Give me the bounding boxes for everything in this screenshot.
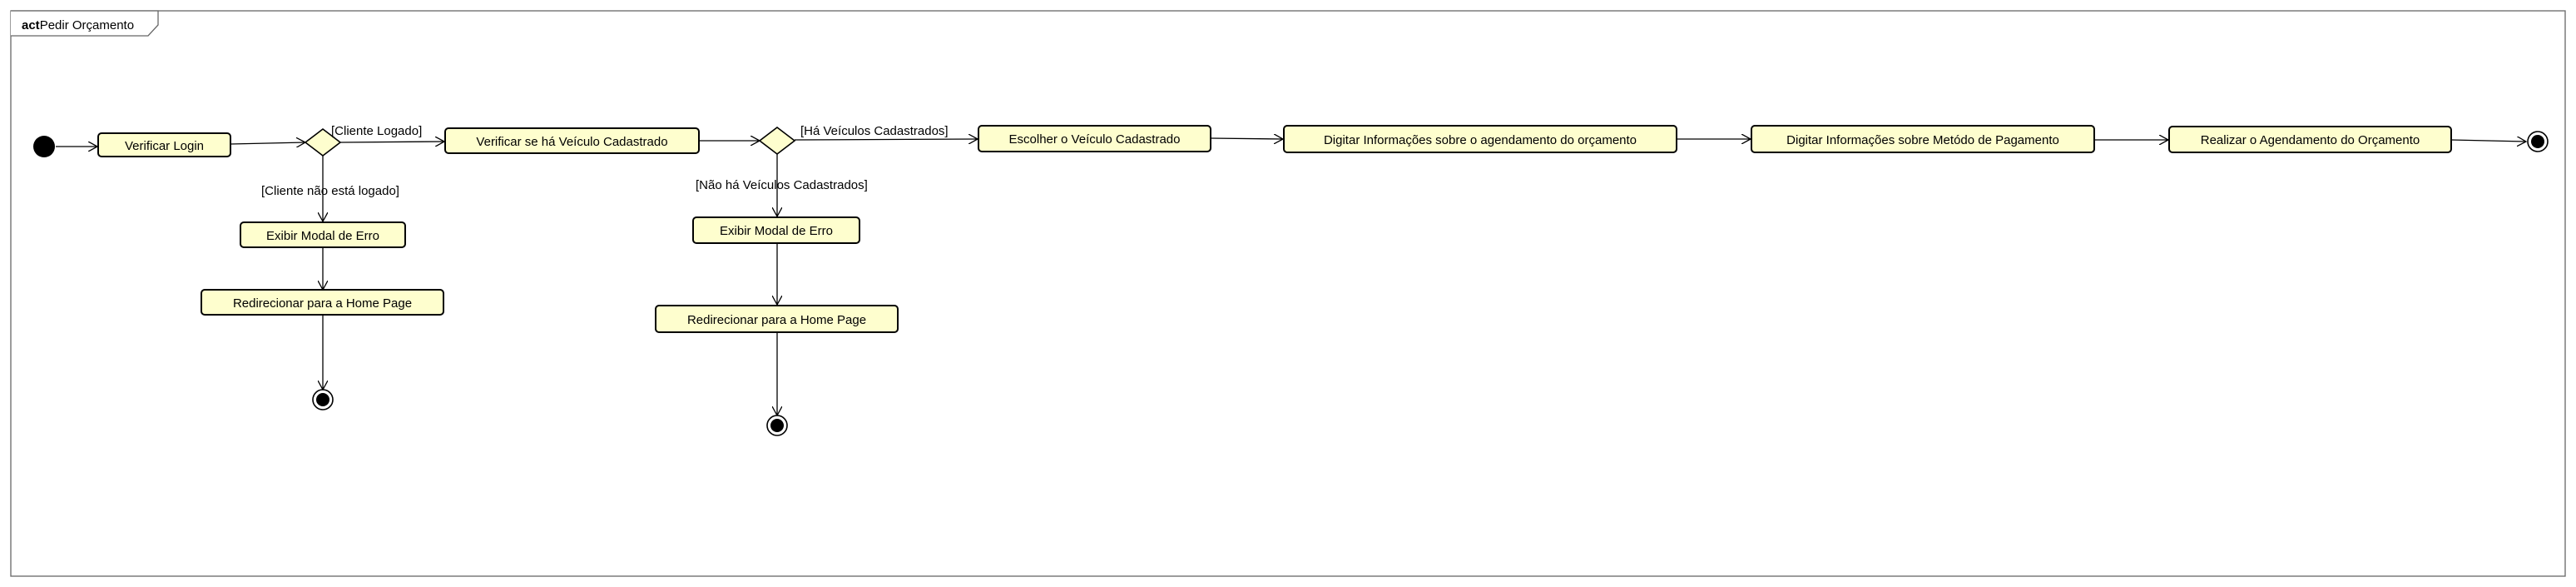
diagram-frame: actPedir Orçamento xyxy=(10,10,2566,577)
action-verificar-login[interactable]: Verificar Login xyxy=(97,132,231,157)
action-redirecionar-1[interactable]: Redirecionar para a Home Page xyxy=(201,289,444,316)
flow-decision-2-to-escolher xyxy=(794,139,978,140)
guard-cliente-nao-logado: [Cliente não está logado] xyxy=(261,184,399,198)
action-exibir-erro-1[interactable]: Exibir Modal de Erro xyxy=(240,221,406,248)
frame-keyword: act xyxy=(22,18,40,32)
action-label: Digitar Informações sobre Metódo de Paga… xyxy=(1786,133,2059,147)
action-digitar-agendamento[interactable]: Digitar Informações sobre o agendamento … xyxy=(1283,125,1677,153)
action-label: Redirecionar para a Home Page xyxy=(233,296,412,311)
frame-name: Pedir Orçamento xyxy=(40,18,134,32)
action-label: Escolher o Veículo Cadastrado xyxy=(1009,132,1181,147)
flow-realizar-to-end xyxy=(2450,140,2526,142)
action-verificar-veiculo[interactable]: Verificar se há Veículo Cadastrado xyxy=(444,127,700,154)
control-flows xyxy=(56,138,2526,415)
flow-login-to-decision-1 xyxy=(230,142,305,144)
action-label: Digitar Informações sobre o agendamento … xyxy=(1324,133,1637,147)
action-label: Redirecionar para a Home Page xyxy=(687,313,866,327)
final-node-1 xyxy=(312,389,334,410)
decision-node-login xyxy=(304,127,342,157)
action-label: Verificar Login xyxy=(125,139,204,153)
action-realizar-agendamento[interactable]: Realizar o Agendamento do Orçamento xyxy=(2168,126,2452,153)
action-digitar-pagamento[interactable]: Digitar Informações sobre Metódo de Paga… xyxy=(1751,125,2095,153)
action-escolher-veiculo[interactable]: Escolher o Veículo Cadastrado xyxy=(978,125,1211,152)
action-label: Realizar o Agendamento do Orçamento xyxy=(2201,133,2420,147)
guard-cliente-logado: [Cliente Logado] xyxy=(331,124,422,138)
svg-text:actPedir Orçamento: actPedir Orçamento xyxy=(22,18,134,32)
guard-nao-ha-veiculos: [Não há Veículos Cadastrados] xyxy=(696,178,868,192)
decision-node-veiculo xyxy=(758,126,796,156)
action-label: Exibir Modal de Erro xyxy=(266,229,379,243)
action-exibir-erro-2[interactable]: Exibir Modal de Erro xyxy=(692,216,860,244)
guard-ha-veiculos: [Há Veículos Cadastrados] xyxy=(800,124,949,138)
final-node-3 xyxy=(2527,131,2549,152)
action-label: Verificar se há Veículo Cadastrado xyxy=(476,135,667,149)
action-label: Exibir Modal de Erro xyxy=(720,224,833,238)
action-redirecionar-2[interactable]: Redirecionar para a Home Page xyxy=(655,305,899,333)
flow-escolher-to-agendamento xyxy=(1210,138,1283,139)
final-node-2 xyxy=(766,415,788,436)
initial-node xyxy=(33,136,55,157)
